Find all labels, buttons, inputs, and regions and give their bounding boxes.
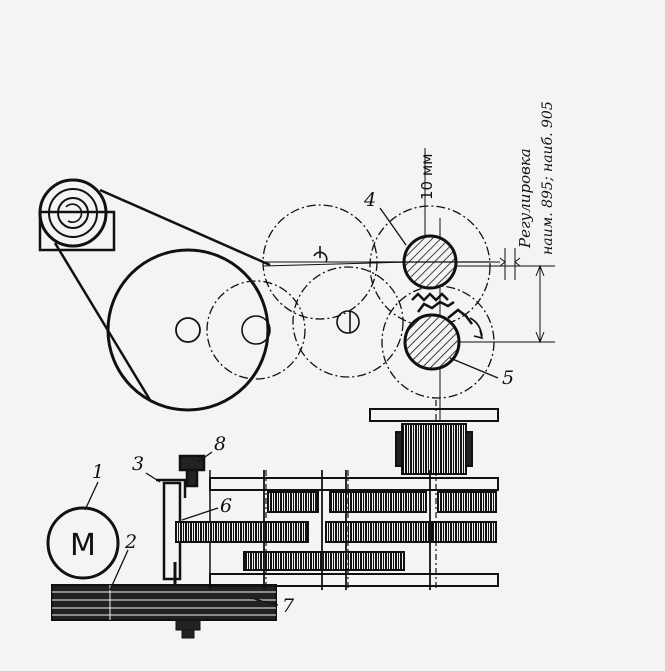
gear-train	[206, 204, 495, 399]
adjustment-range-label: наим. 895; наиб. 905	[540, 101, 556, 255]
belt-upper	[99, 188, 271, 267]
belt-lower	[53, 242, 152, 401]
gear-block	[431, 521, 497, 543]
adjusting-screw-8	[178, 454, 206, 472]
motor-pulley-housing	[38, 210, 116, 252]
base-assembly	[51, 584, 277, 639]
large-pulley	[106, 248, 270, 412]
dimension-lines	[262, 248, 555, 344]
roll-5	[403, 313, 461, 371]
lever-3	[156, 478, 187, 498]
leader-lines	[84, 207, 499, 606]
gear-stack	[175, 400, 499, 590]
part-number-7: 7	[282, 595, 295, 617]
motor: M	[46, 506, 120, 580]
gear-pitch-circle	[206, 280, 306, 380]
gear-block	[329, 491, 427, 513]
part-number-8: 8	[214, 433, 226, 455]
part-number-6: 6	[220, 495, 232, 517]
motor-pulley	[38, 178, 108, 248]
gear-block	[325, 521, 431, 543]
belt-drive	[38, 178, 271, 412]
gear-block	[437, 491, 497, 513]
gear-block	[243, 551, 405, 571]
gear-block	[175, 521, 309, 543]
rolls	[370, 234, 490, 371]
part-number-2: 2	[124, 531, 137, 553]
roll-assembly	[401, 423, 467, 475]
part-number-5: 5	[502, 367, 514, 389]
part-labels: 1 2 3 4 5 6 7 8	[92, 189, 514, 617]
gear-pitch-circle	[292, 266, 404, 378]
part-number-1: 1	[92, 461, 104, 483]
motor-symbol: M	[70, 528, 96, 563]
gear-block	[267, 491, 319, 513]
part-number-3: 3	[132, 453, 144, 475]
base-plate-7	[51, 584, 277, 621]
gap-dimension-label: 10 мм	[418, 154, 436, 201]
adjustment-label: Регулировка	[516, 148, 534, 249]
part-number-4: 4	[363, 189, 376, 211]
